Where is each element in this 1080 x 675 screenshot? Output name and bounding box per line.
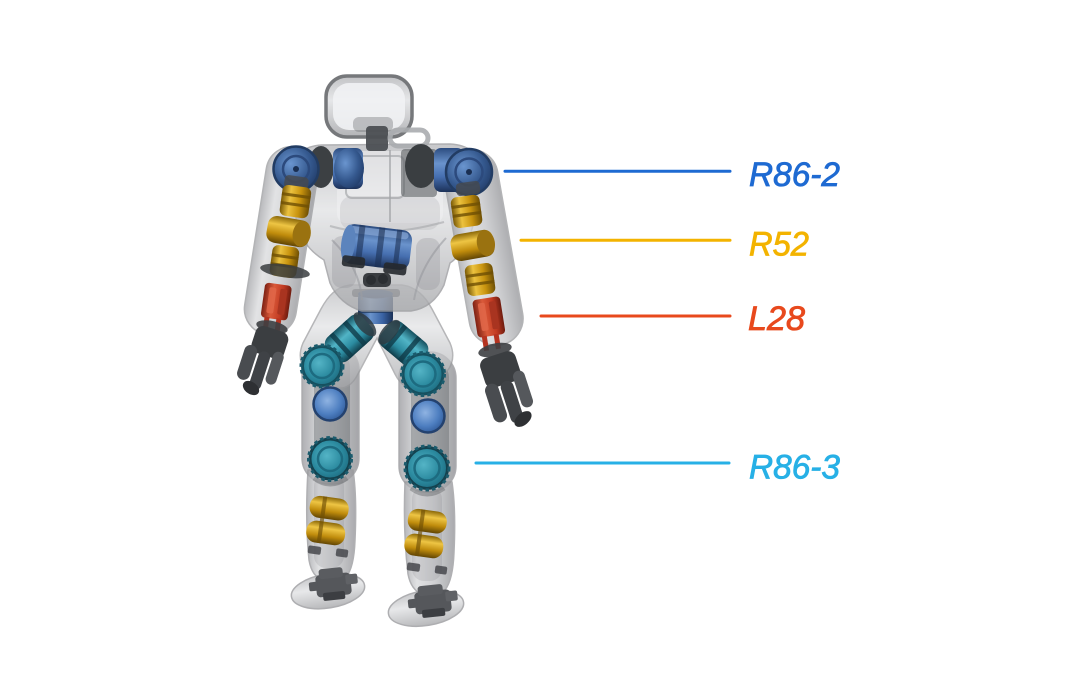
svg-text:R52: R52 (749, 226, 809, 264)
svg-text:R86-3: R86-3 (749, 449, 840, 487)
svg-text:L28: L28 (748, 300, 805, 338)
svg-text:R86-2: R86-2 (749, 156, 840, 194)
